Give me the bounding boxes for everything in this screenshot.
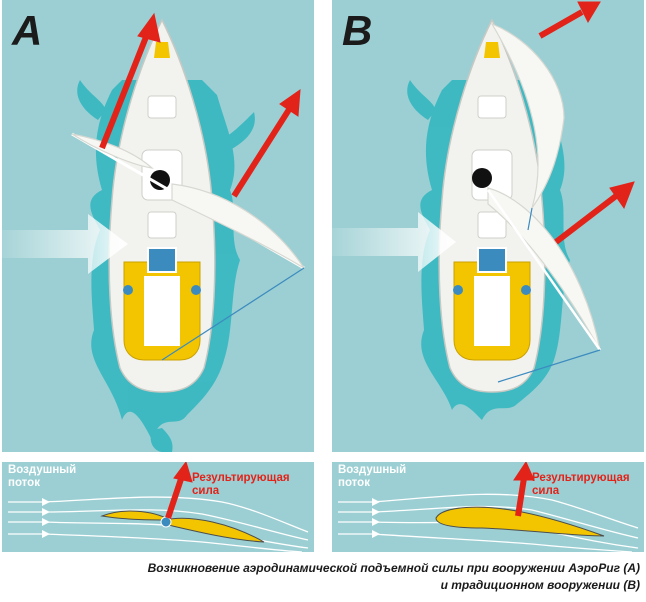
wind-arrow	[2, 214, 128, 274]
panel-a-aerorig: A	[2, 0, 314, 452]
flow-arrowheads	[372, 498, 380, 538]
resultant-force-arrow	[513, 462, 535, 517]
mainsheet	[497, 349, 601, 383]
mainsheet	[161, 267, 305, 361]
airfoil-main	[163, 517, 265, 543]
resultant-force-text: Результирующая сила	[192, 472, 290, 497]
force-arrows	[99, 12, 301, 198]
cockpit-floor	[474, 276, 510, 346]
companionway	[477, 211, 507, 239]
airfoil-b-drawing	[338, 462, 639, 552]
winch-port	[453, 285, 463, 295]
resultant-force-label: Результирующая сила	[532, 472, 640, 498]
mast	[472, 168, 492, 188]
jib-sail	[490, 22, 565, 209]
wheel-box	[147, 247, 177, 273]
airfoil-strip-a: Воздушный поток Результирующая сила	[2, 462, 314, 552]
companionway	[147, 211, 177, 239]
mast	[150, 170, 170, 190]
cockpit-floor	[144, 276, 180, 346]
bow-hatch	[154, 42, 170, 58]
bow-hatch	[484, 42, 500, 58]
airfoil-a-drawing	[8, 462, 309, 552]
jib-sail	[71, 133, 154, 169]
resultant-force-label: Результирующая сила	[192, 472, 300, 498]
panel-label: A	[12, 7, 43, 54]
force-arrows	[538, 1, 635, 245]
forward-hatch	[477, 95, 507, 119]
boom	[486, 189, 602, 351]
airflow-label: Воздушный поток	[8, 464, 77, 489]
winch-starboard	[191, 285, 201, 295]
resultant-force-arrow	[165, 462, 193, 519]
wheel-box	[477, 247, 507, 273]
forward-hatch	[147, 95, 177, 119]
airflow-label: Воздушный поток	[338, 464, 407, 489]
winch-starboard	[521, 285, 531, 295]
winch-port	[123, 285, 133, 295]
caption-line-2: и традиционном вооружении (В)	[440, 578, 640, 592]
resultant-force-text: Результирующая сила	[532, 472, 630, 497]
airfoil-strip-b: Воздушный поток Результирующая сила	[332, 462, 644, 552]
panel-a-drawing	[2, 12, 305, 452]
jib-sheet	[527, 207, 533, 231]
flow-arrowheads	[42, 498, 50, 538]
panel-b-drawing	[332, 1, 635, 420]
airfoil-jib	[100, 510, 172, 521]
figure-caption: Возникновение аэродинамической подъемной…	[0, 560, 640, 594]
wind-arrow	[332, 212, 456, 272]
panel-b-traditional: B	[332, 0, 644, 452]
caption-line-1: Возникновение аэродинамической подъемной…	[147, 561, 640, 575]
airflow-lines	[8, 496, 309, 552]
airfoil-main	[435, 506, 605, 537]
panel-label: B	[342, 7, 373, 54]
